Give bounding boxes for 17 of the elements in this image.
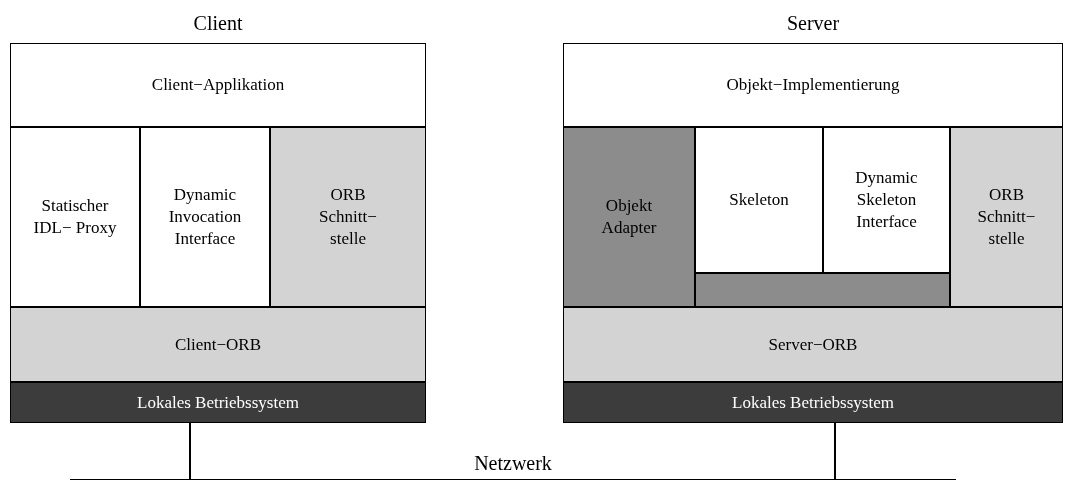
layer-box: Dynamic Invocation Interface [140,127,270,307]
network-label: Netzwerk [473,452,553,474]
system-title: Server [785,11,841,36]
layer-box: Lokales Betriebssystem [563,382,1063,423]
layer-box: ORB Schnitt− stelle [950,127,1063,307]
layer-box: Lokales Betriebssystem [10,382,426,423]
layer-box: Skeleton [695,127,823,273]
connector-line [189,422,191,481]
layer-box: Client−ORB [10,307,426,382]
layer-box: Statischer IDL− Proxy [10,127,140,307]
layer-box: Server−ORB [563,307,1063,382]
layer-box: Objekt Adapter [563,127,695,307]
layer-box: ORB Schnitt− stelle [270,127,426,307]
adapter-bar [695,273,950,307]
layer-box: Dynamic Skeleton Interface [823,127,950,273]
connector-line [834,422,836,481]
system-title: Client [192,11,244,36]
